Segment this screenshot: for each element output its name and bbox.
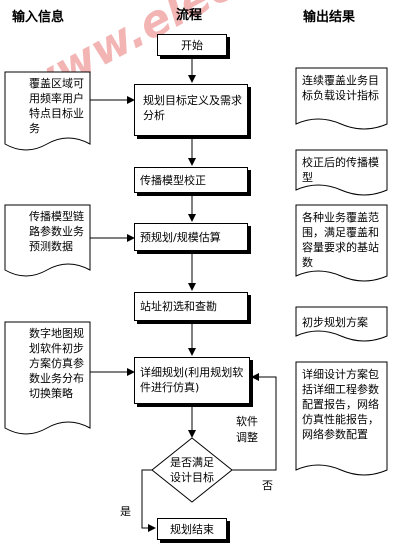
output-doc-shape-1 [295,67,388,130]
flow-start: 开始 [157,34,227,56]
output-doc-2: 校正后的传播模型 [296,150,387,194]
input-doc-2: 传播模型链路参数业务预测数据 [5,205,90,277]
output-doc-1: 连续覆盖业务目标负载设计指标 [296,68,387,128]
output-doc-shape-2 [295,149,388,196]
flow-step5: 详细规划(利用规划软件进行仿真) [134,357,250,404]
input-doc-2-text: 传播模型链路参数业务预测数据 [29,210,84,253]
input-doc-1-text: 覆盖区域可用频率用户特点目标业务 [29,77,84,135]
output-doc-2-text: 校正后的传播模型 [302,156,379,184]
header-output: 输出结果 [303,10,356,25]
input-doc-1: 覆盖区域可用频率用户特点目标业务 [5,72,90,152]
label-software-adjust: 软件调整 [236,415,258,444]
output-doc-shape-3 [295,204,388,282]
header-flow: 流程 [176,8,203,23]
flow-step4: 站址初选和查勘 [134,292,248,321]
decision-text: 是否满足设计目标 [170,456,214,484]
arrow-decision-no [232,373,277,471]
input-doc-shape-1 [4,71,91,151]
input-doc-3: 数字地图规划软件初步方案仿真参数业务分布切换策略 [5,322,90,434]
output-doc-1-text: 连续覆盖业务目标负载设计指标 [302,74,379,102]
input-doc-shape-3 [4,321,91,435]
flow-step2: 传播模型校正 [134,167,248,193]
output-doc-4: 初步规划方案 [296,307,387,341]
arrow-decision-yes [141,469,156,532]
flow-end: 规划结束 [157,518,227,540]
header-input: 输入信息 [12,10,65,25]
output-doc-4-text: 初步规划方案 [302,316,368,329]
output-doc-shape-5 [295,361,388,476]
input-doc-3-text: 数字地图规划软件初步方案仿真参数业务分布切换策略 [29,327,84,400]
label-yes: 是 [120,505,131,518]
output-doc-5: 详细设计方案包括详细工程参数配置报告，网络仿真性能报告，网络参数配置 [296,362,387,474]
label-no: 否 [262,479,273,492]
output-doc-3-text: 各种业务覆盖范围，满足覆盖和容量要求的基站数 [302,211,379,269]
output-doc-shape-4 [295,306,388,342]
output-doc-5-text: 详细设计方案包括详细工程参数配置报告，网络仿真性能报告，网络参数配置 [302,368,379,441]
decision-diamond [151,437,233,503]
input-doc-shape-2 [4,204,91,277]
flow-step3: 预规划/规模估算 [134,223,248,251]
output-doc-3: 各种业务覆盖范围，满足覆盖和容量要求的基站数 [296,205,387,281]
flow-step1: 规划目标定义及需求分析 [134,84,248,136]
